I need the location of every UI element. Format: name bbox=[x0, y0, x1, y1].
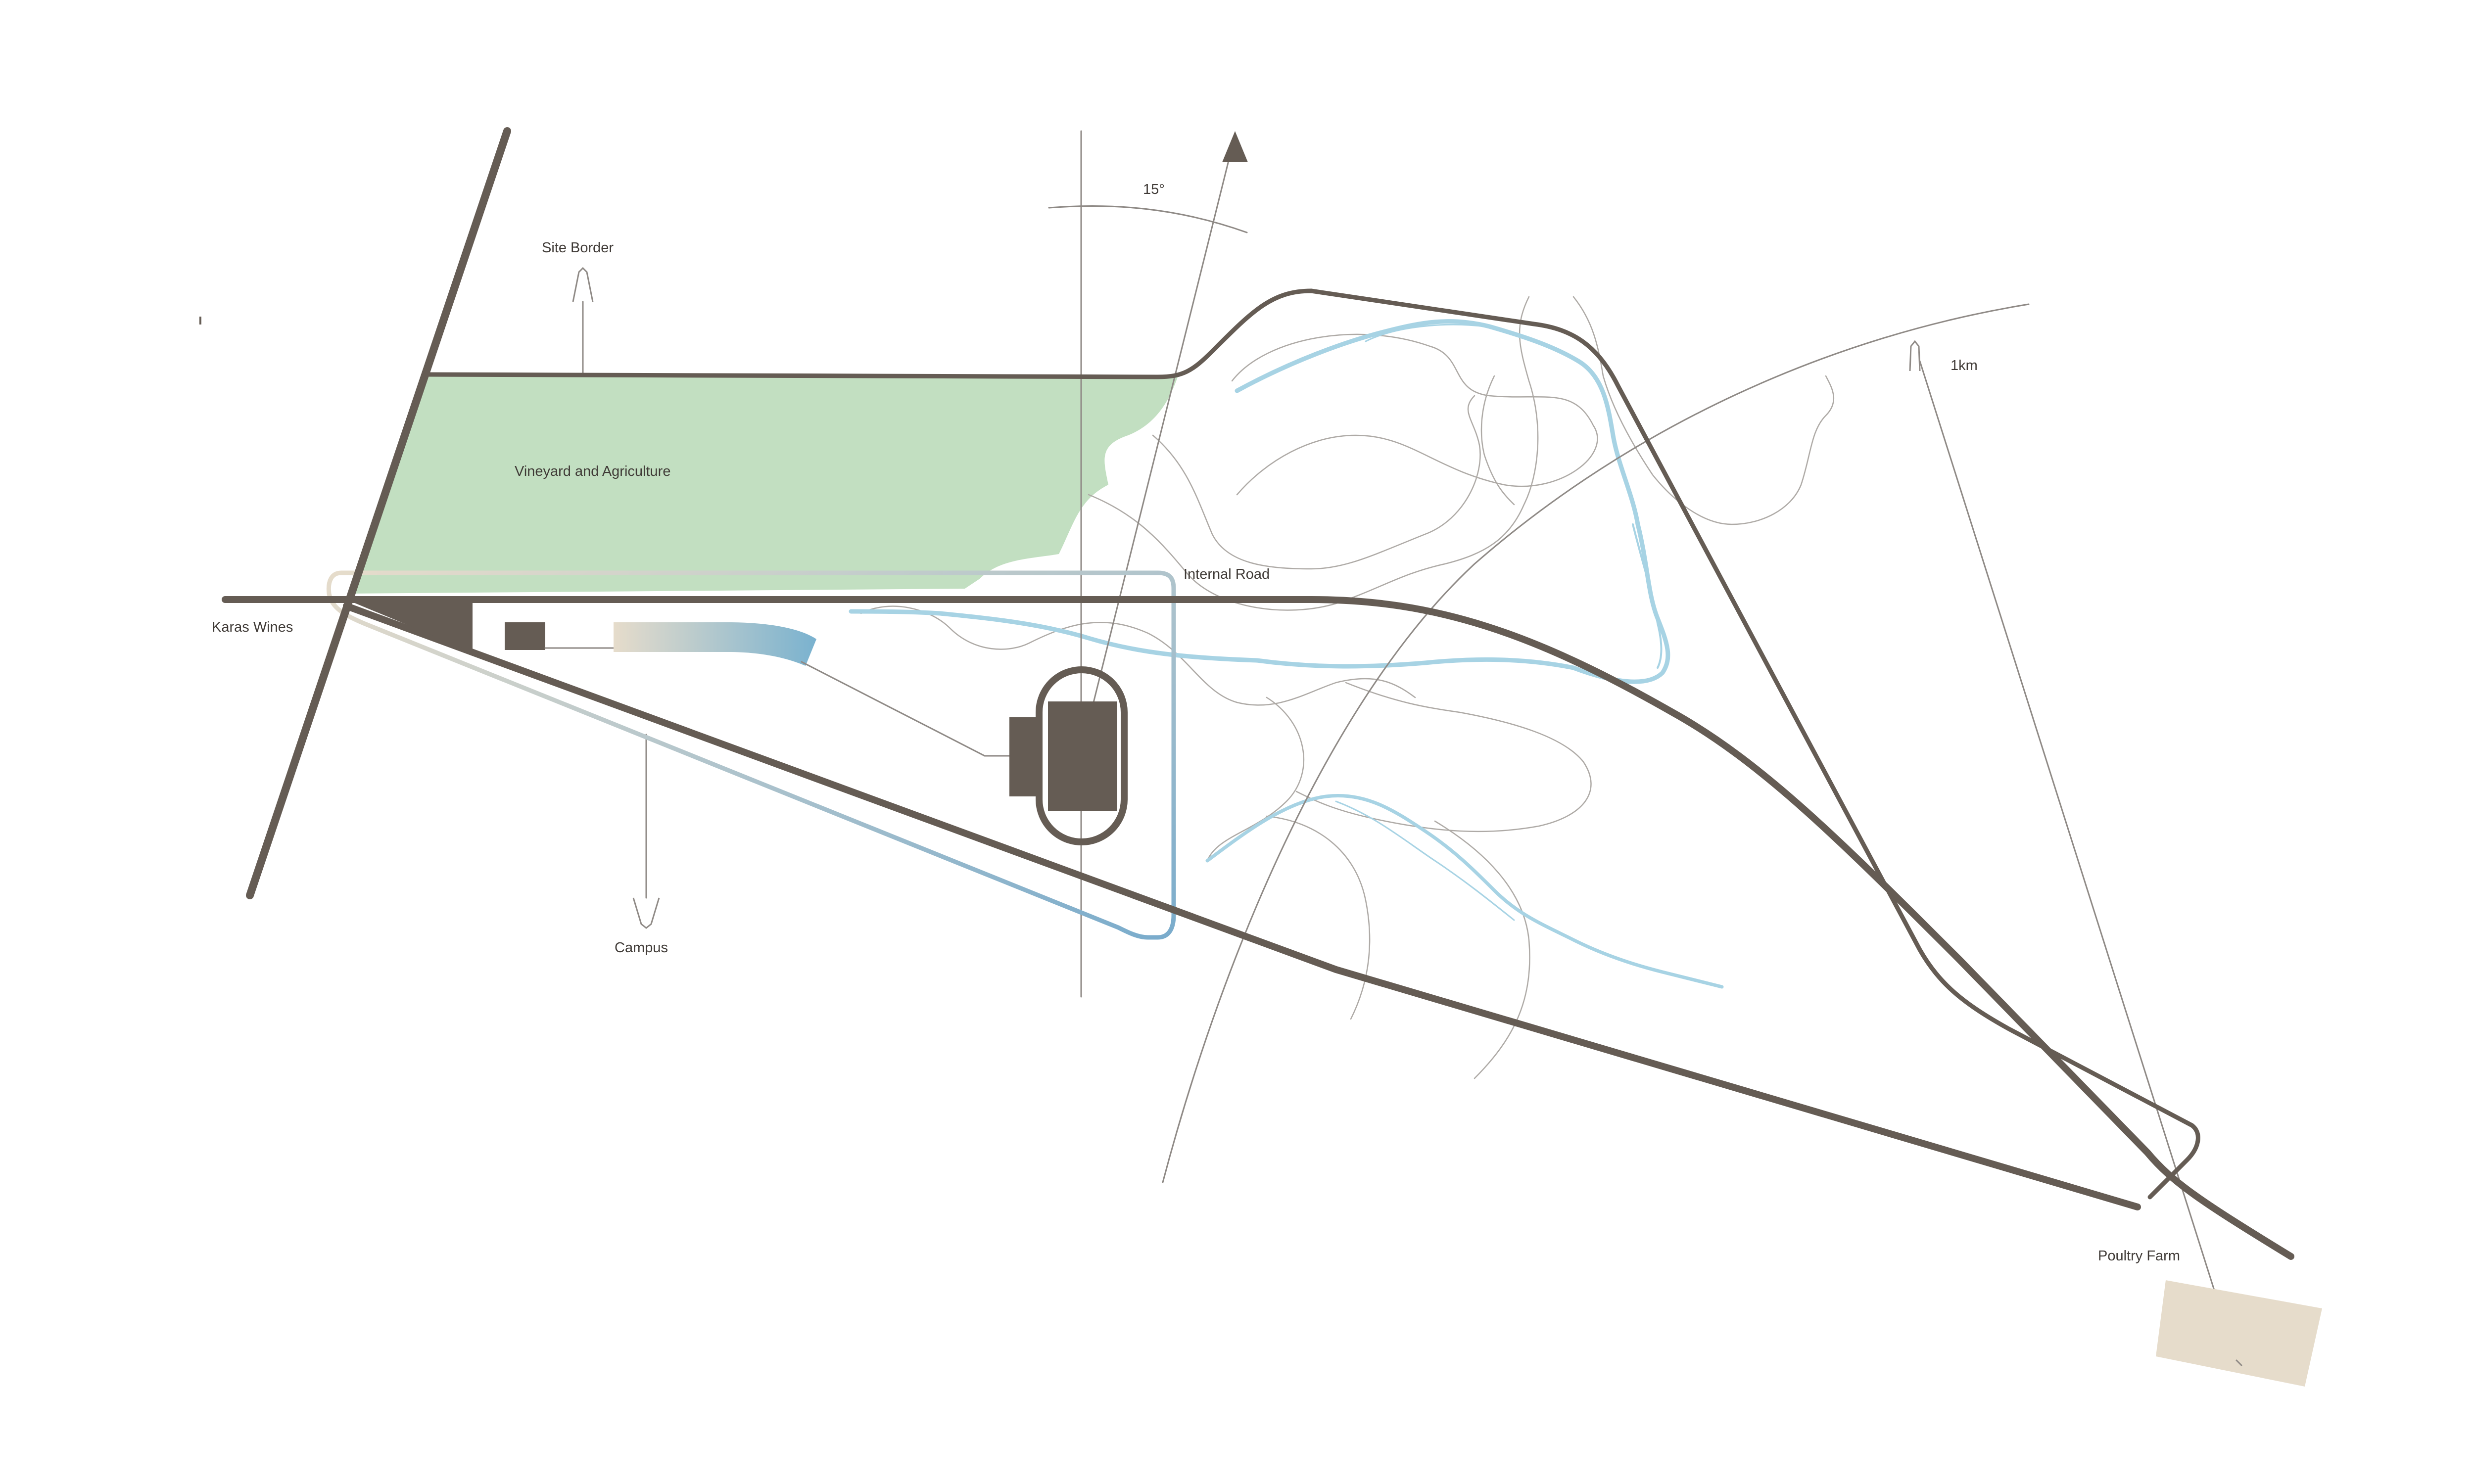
vineyard-label: Vineyard and Agriculture bbox=[515, 464, 670, 479]
river-lower bbox=[1205, 794, 1724, 989]
campus-arrow-icon bbox=[632, 897, 660, 929]
karas-wines-label: Karas Wines bbox=[212, 619, 293, 635]
poultry-scale-end bbox=[2236, 1359, 2242, 1366]
contour-lines bbox=[860, 296, 1835, 1079]
angle-arc bbox=[1048, 205, 1248, 233]
campus-label: Campus bbox=[615, 940, 668, 956]
scale-line bbox=[1919, 360, 2237, 1361]
highway bbox=[246, 127, 511, 899]
poultry-farm-area bbox=[2156, 1280, 2322, 1387]
internal-road-label: Internal Road bbox=[1184, 566, 1270, 582]
internal-road bbox=[222, 596, 2294, 1260]
stadium-connector bbox=[801, 661, 1016, 757]
stadium bbox=[1009, 666, 1128, 845]
scale-label: 1km bbox=[1951, 358, 1978, 373]
campus-loop bbox=[326, 570, 1176, 940]
poultry-farm-label: Poultry Farm bbox=[2098, 1248, 2180, 1264]
north-arrow-icon bbox=[1222, 131, 1248, 162]
site-border-label: Site Border bbox=[542, 240, 614, 256]
north-line bbox=[1088, 150, 1232, 723]
main-road bbox=[343, 603, 2141, 1210]
karas-wines-junction bbox=[346, 600, 473, 652]
vineyard-area bbox=[349, 374, 1178, 594]
site-border-road bbox=[422, 288, 2200, 1200]
border-arrow-icon bbox=[572, 267, 594, 302]
river-upper bbox=[849, 319, 1670, 684]
angle-label: 15° bbox=[1143, 182, 1165, 197]
scale-arrow-icon bbox=[1909, 340, 1921, 371]
small-building bbox=[505, 622, 545, 650]
radius-arc bbox=[1162, 303, 2030, 1183]
gradient-building bbox=[614, 622, 816, 666]
